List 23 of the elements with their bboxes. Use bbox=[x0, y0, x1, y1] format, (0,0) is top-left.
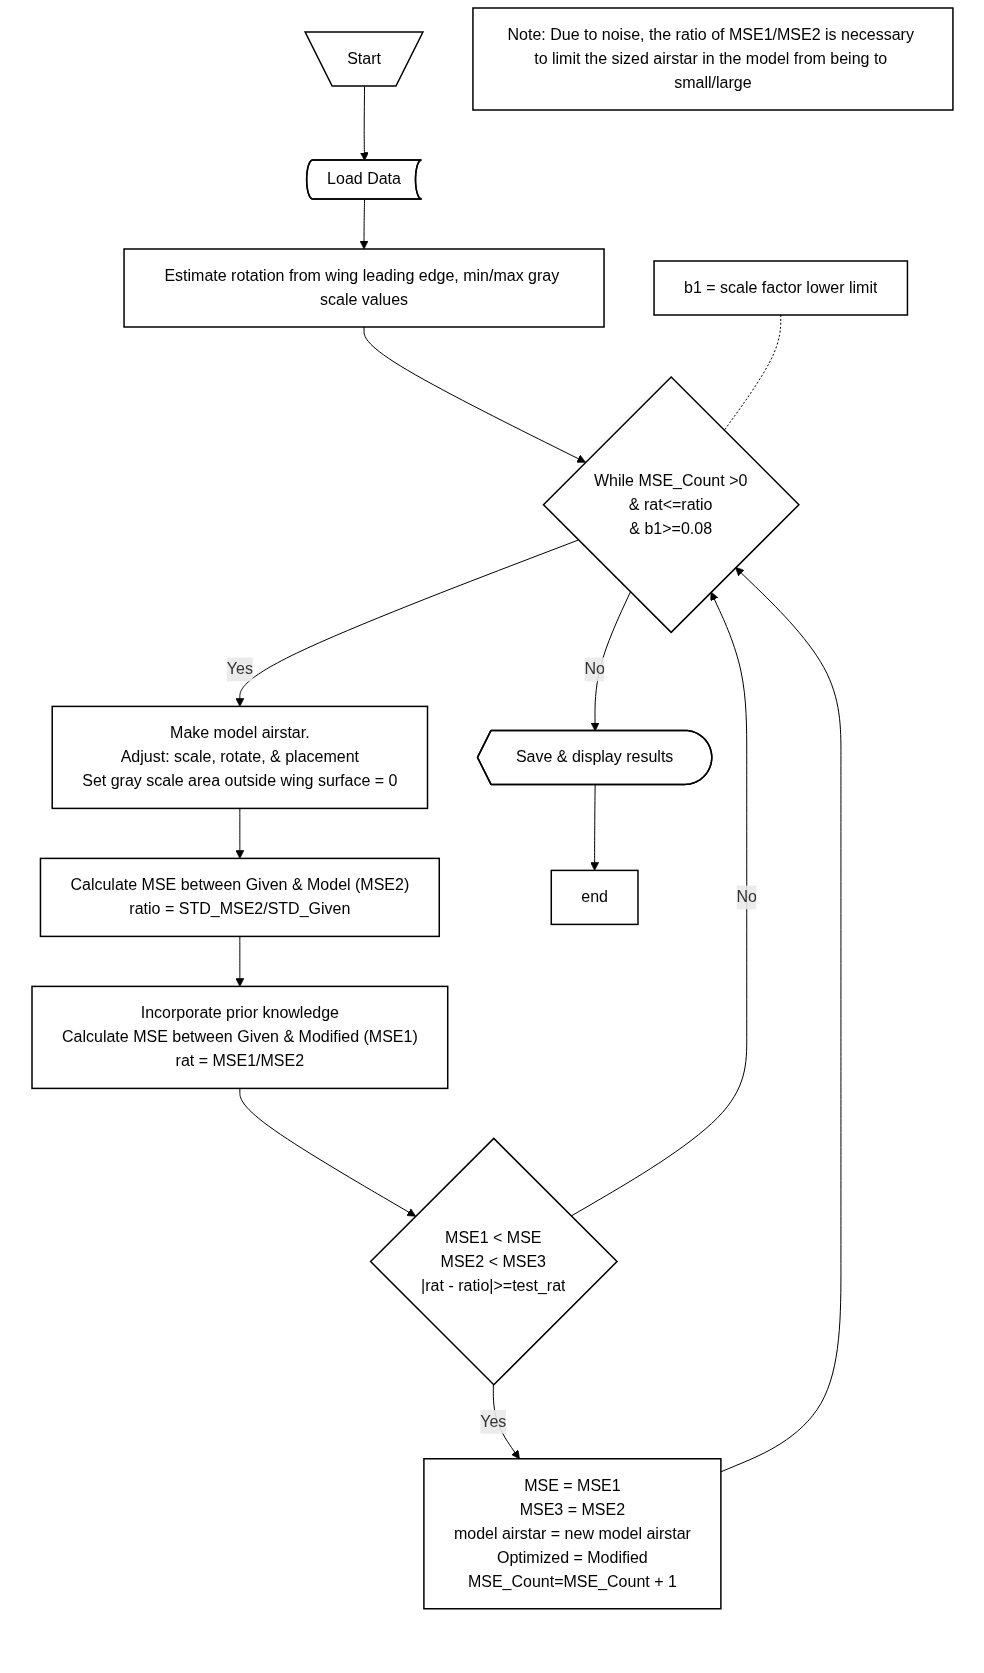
node-diamond: MSE1 < MSE MSE2 < MSE3 |rat - ratio|>=test_rat bbox=[369, 1137, 618, 1386]
arrow bbox=[235, 539, 579, 707]
node-box: Make model airstar. Adjust: scale, rotate, & placement Set gray scale area outside wing surface = 0 bbox=[51, 705, 428, 810]
edge-label: Yes bbox=[226, 660, 253, 678]
node-diamond: While MSE_Count >0 & rat<=ratio & b1>=0.08 bbox=[541, 375, 800, 634]
node-box: Estimate rotation from wing leading edge, min/max gray scale values bbox=[122, 248, 605, 328]
node-box: Calculate MSE between Given & Model (MSE2) ratio = STD_MSE2/STD_Given bbox=[39, 857, 440, 938]
arrow bbox=[238, 1087, 416, 1217]
arrow bbox=[235, 935, 244, 987]
edge-label: Yes bbox=[479, 1412, 506, 1430]
arrow bbox=[359, 86, 369, 161]
arrow bbox=[359, 199, 368, 250]
arrow bbox=[235, 807, 244, 859]
edge-label: No bbox=[736, 888, 757, 906]
arrow bbox=[363, 326, 586, 463]
edge-label: No bbox=[583, 660, 605, 678]
arrow bbox=[570, 591, 747, 1217]
arrow bbox=[589, 784, 599, 871]
node-box: end bbox=[550, 869, 639, 926]
node-box: Incorporate prior knowledge Calculate MSE between Given & Modified (MSE1) rat = MSE1/MSE2 bbox=[30, 985, 448, 1090]
node-box: MSE = MSE1 MSE3 = MSE2 model airstar = new model airstar Optimized = Modified MSE_Count=MSE_Count + 1 bbox=[422, 1458, 722, 1610]
node-box: b1 = scale factor lower limit bbox=[652, 260, 908, 316]
node-box: Note: Due to noise, the ratio of MSE1/MSE2 is necessary to limit the sized airstar in the model from being to small/large bbox=[471, 7, 954, 111]
